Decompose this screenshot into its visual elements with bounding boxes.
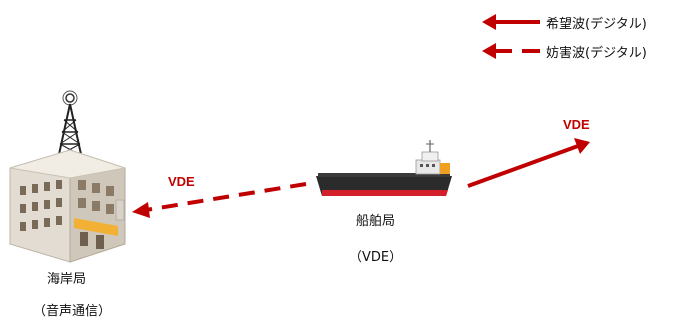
coast-signal-label: VDE — [168, 174, 195, 189]
legend-interference-arrow — [482, 43, 540, 59]
legend-interference-label: 妨害波(デジタル) — [546, 46, 647, 61]
ship-station-type: （VDE） — [349, 250, 403, 265]
ship-station-name: 船舶局 — [356, 214, 396, 229]
coast-station-type: （音声通信） — [33, 304, 112, 319]
interference-arrow — [132, 182, 307, 218]
legend-desired-arrow — [482, 14, 540, 30]
desired-arrow — [467, 138, 590, 188]
coast-station-name: 海岸局 — [47, 272, 87, 287]
legend-desired-label: 希望波(デジタル) — [546, 17, 647, 32]
building-icon — [9, 149, 126, 263]
ship-signal-label: VDE — [563, 117, 590, 132]
ship-icon — [316, 140, 452, 196]
